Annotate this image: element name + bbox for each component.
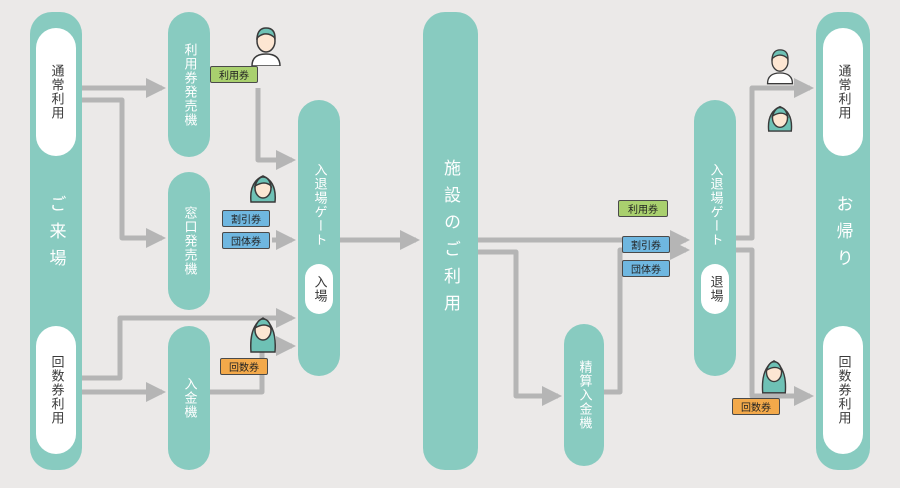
coupon-ticket-exit: 回数券 bbox=[732, 398, 780, 415]
deposit-machine-label: 入金機 bbox=[181, 377, 197, 419]
exit-gate-label: 入退場ゲート bbox=[707, 163, 723, 247]
departure-coupon: 回数券利用 bbox=[823, 326, 863, 454]
arrival-column-label: ご来場 bbox=[45, 194, 66, 276]
exit-badge-label: 退場 bbox=[707, 275, 723, 303]
ticket-machine-label: 利用券発売機 bbox=[181, 42, 197, 127]
settlement-machine bbox=[564, 324, 604, 466]
facility-column-label: 施設のご利用 bbox=[440, 159, 460, 321]
window-machine-label: 窓口発売機 bbox=[181, 206, 197, 276]
entry-gate-label: 入退場ゲート bbox=[311, 163, 327, 247]
woman-exit-avatar-icon bbox=[767, 105, 793, 132]
arrival-regular-label: 通常利用 bbox=[48, 64, 64, 120]
arrival-coupon: 回数券利用 bbox=[36, 326, 76, 454]
departure-regular-label: 通常利用 bbox=[835, 64, 851, 120]
window-machine bbox=[168, 172, 210, 310]
usage-ticket-exit: 利用券 bbox=[618, 200, 668, 217]
departure-column-label: お帰り bbox=[832, 194, 853, 276]
entry-badge-label: 入場 bbox=[311, 275, 327, 303]
deposit-machine bbox=[168, 326, 210, 470]
entry-badge: 入場 bbox=[305, 264, 333, 314]
group-ticket-exit: 団体券 bbox=[622, 260, 670, 277]
exit-gate bbox=[694, 100, 736, 376]
exit-badge: 退場 bbox=[701, 264, 729, 314]
group-ticket-arrival: 団体券 bbox=[222, 232, 270, 249]
departure-coupon-label: 回数券利用 bbox=[835, 355, 851, 425]
discount-ticket-exit: 割引券 bbox=[622, 236, 670, 253]
arrival-regular: 通常利用 bbox=[36, 28, 76, 156]
woman-coupon-exit-avatar-icon bbox=[761, 360, 787, 394]
departure-regular: 通常利用 bbox=[823, 28, 863, 156]
man-avatar-icon bbox=[251, 27, 281, 66]
usage-ticket-arrival: 利用券 bbox=[210, 66, 258, 83]
entry-gate bbox=[298, 100, 340, 376]
settlement-machine-label: 精算入金機 bbox=[576, 360, 592, 430]
ticket-machine bbox=[168, 12, 210, 157]
coupon-ticket-arrival: 回数券 bbox=[220, 358, 268, 375]
facility-column bbox=[423, 12, 478, 470]
discount-ticket-arrival: 割引券 bbox=[222, 210, 270, 227]
woman-long-hair-avatar-icon bbox=[250, 317, 276, 353]
man-exit-avatar-icon bbox=[766, 49, 794, 85]
arrival-coupon-label: 回数券利用 bbox=[48, 355, 64, 425]
woman-avatar-icon bbox=[250, 175, 276, 203]
